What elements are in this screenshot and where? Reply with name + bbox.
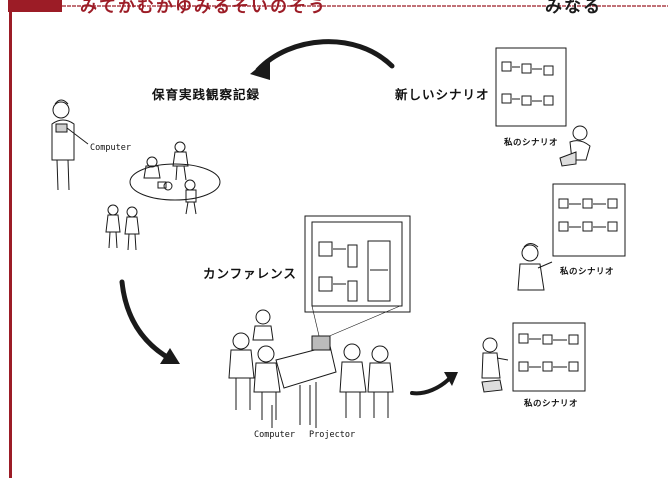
person-3 xyxy=(481,337,509,393)
projector-beam xyxy=(311,305,401,341)
children-play-area xyxy=(105,141,221,251)
arrow-top-head xyxy=(250,58,270,80)
scenario-board-bottom xyxy=(512,322,586,392)
observer-figure xyxy=(51,99,89,191)
scenario-board-middle xyxy=(552,183,626,257)
arrow-left xyxy=(119,279,175,363)
arrow-bottom-head xyxy=(444,372,458,386)
header-right-text: みなる xyxy=(545,0,602,17)
header-title: みてかむかゆみるそいのそう xyxy=(80,0,327,17)
label-observation-record: 保育実践観察記録 xyxy=(152,87,261,102)
label-new-scenario: 新しいシナリオ xyxy=(395,87,490,102)
label-conference: カンファレンス xyxy=(203,266,297,281)
person-2 xyxy=(517,243,553,291)
person-1 xyxy=(559,125,591,167)
arrow-bottom xyxy=(410,376,452,396)
conference-group xyxy=(228,309,394,428)
label-projector: Projector xyxy=(309,430,356,440)
header-badge xyxy=(8,0,62,12)
label-my-scenario-2: 私のシナリオ xyxy=(560,267,615,277)
label-my-scenario-3: 私のシナリオ xyxy=(524,399,579,409)
label-my-scenario-1: 私のシナリオ xyxy=(504,138,559,148)
left-accent-bar xyxy=(9,0,12,478)
header-strip xyxy=(0,0,668,7)
label-computer-top: Computer xyxy=(90,143,131,153)
projection-screen xyxy=(304,215,411,313)
arrow-top xyxy=(255,39,395,73)
label-computer-bottom: Computer xyxy=(254,430,295,440)
arrow-left-head xyxy=(160,348,180,364)
scenario-board-top xyxy=(495,47,567,127)
